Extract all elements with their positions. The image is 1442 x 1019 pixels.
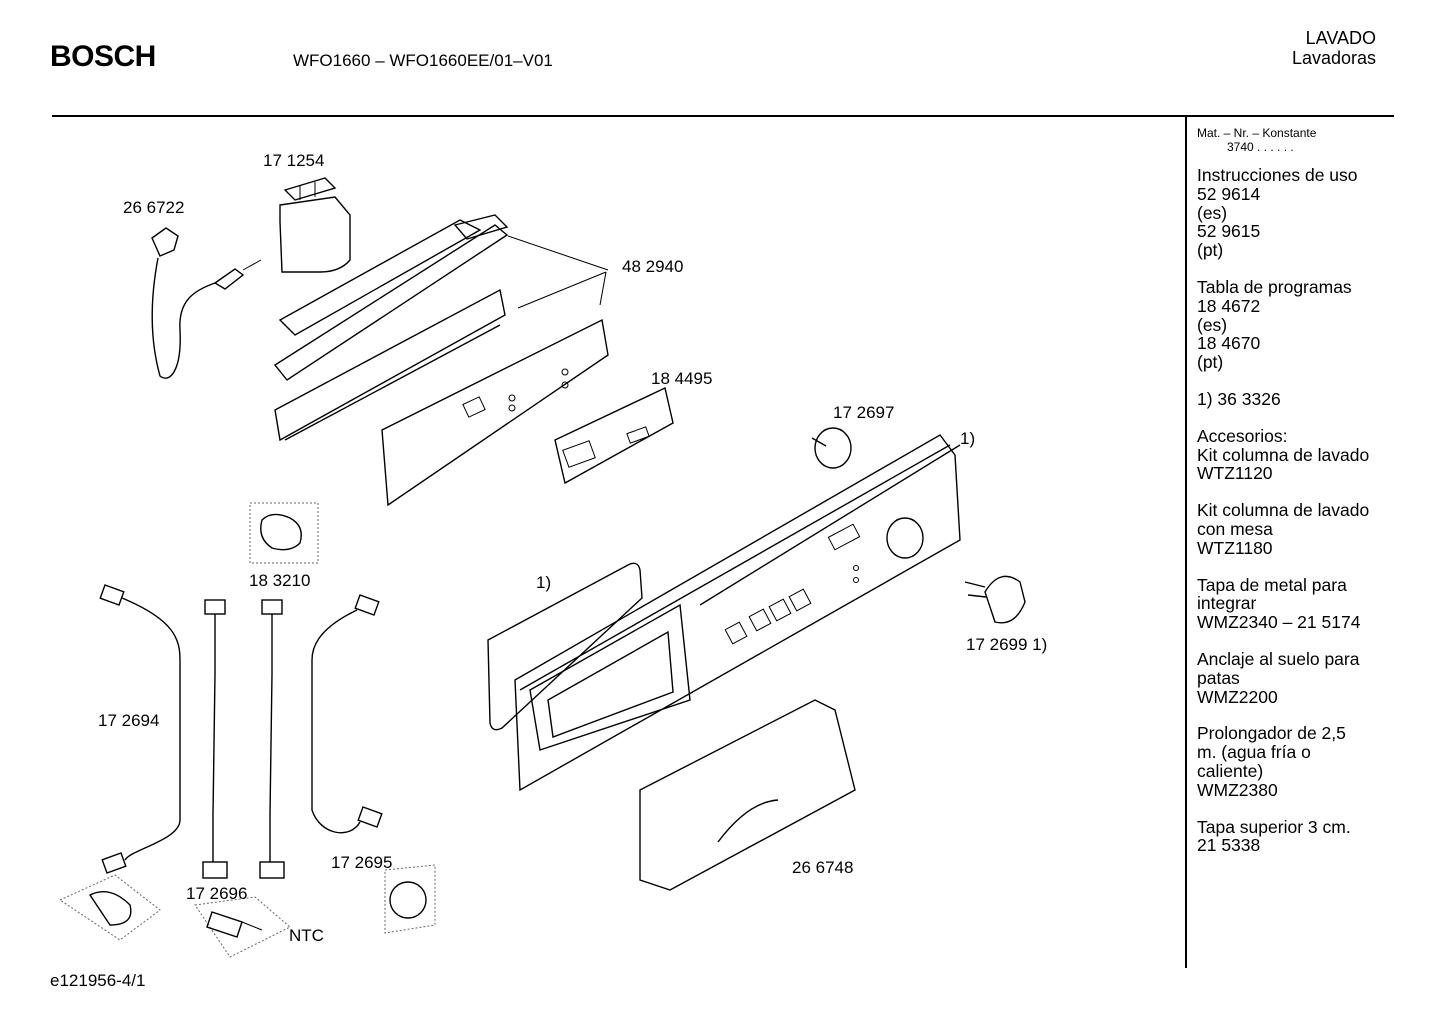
mat-label: Mat. – Nr. – Konstante [1197, 126, 1317, 140]
category-bottom: Lavadoras [1291, 48, 1376, 68]
wire-harness-172696 [202, 599, 285, 879]
sidebar-line: caliente) [1197, 760, 1264, 781]
control-module-part [273, 214, 609, 442]
sidebar-line: (pt) [1197, 240, 1224, 261]
sidebar-line: Kit columna de lavado [1197, 500, 1370, 521]
sidebar-line: (es) [1197, 202, 1228, 223]
label-172697: 17 2697 [833, 403, 894, 422]
sidebar-line: Kit columna de lavado [1197, 444, 1370, 465]
label-172694: 17 2694 [98, 711, 159, 730]
model-number: WFO1660 – WFO1660EE/01–V01 [293, 51, 553, 70]
sidebar-line: Accesorios: [1197, 425, 1288, 446]
sidebar-line: WMZ2340 – 21 5174 [1197, 612, 1361, 633]
sidebar: Mat. – Nr. – Konstante 3740 . . . . . . … [1197, 126, 1397, 855]
sidebar-line: 18 4672 [1197, 295, 1261, 316]
mat-value: 3740 . . . . . . [1227, 140, 1294, 154]
label-note-seal: 1) [536, 573, 551, 592]
wire-harness-172694 [99, 584, 181, 874]
sidebar-line: Instrucciones de uso [1197, 165, 1358, 185]
label-171254: 17 1254 [263, 151, 324, 170]
sidebar-line: (pt) [1197, 352, 1224, 373]
ntc-sensor-part [194, 896, 291, 958]
sidebar-line: Tabla de programas [1197, 276, 1352, 297]
label-184495: 18 4495 [651, 369, 712, 388]
display-board-part [381, 318, 609, 507]
sidebar-line: WTZ1120 [1197, 463, 1273, 484]
filter-part [279, 177, 351, 273]
program-knob-part [964, 575, 1026, 624]
sidebar-line: WMZ2200 [1197, 686, 1278, 707]
label-172695: 17 2695 [331, 853, 392, 872]
sidebar-block: 1) 36 3326 [1197, 390, 1397, 409]
mat-number: Mat. – Nr. – Konstante 3740 . . . . . . [1197, 126, 1397, 154]
header-rule [52, 115, 1394, 117]
label-266748: 26 6748 [792, 858, 853, 877]
document-ref: e121956-4/1 [50, 971, 146, 990]
ghost-part-left [58, 874, 161, 941]
sidebar-line: WTZ1180 [1197, 537, 1273, 558]
knob-axle-part [811, 427, 852, 469]
label-183210: 18 3210 [249, 571, 310, 590]
sidebar-line: Prolongador de 2,5 [1197, 723, 1346, 744]
sidebar-line: integrar [1197, 593, 1257, 614]
sidebar-line: (es) [1197, 314, 1228, 335]
sidebar-line: con mesa [1197, 518, 1273, 539]
display-cover-part [554, 386, 674, 485]
sidebar-line: Anclaje al suelo para [1197, 648, 1360, 669]
sidebar-line: WMZ2380 [1197, 779, 1278, 800]
fascia-panel-part [514, 434, 961, 792]
sidebar-line: 21 5338 [1197, 835, 1261, 856]
sidebar-line: 52 9615 [1197, 221, 1261, 242]
wire-harness-172695 [311, 594, 383, 834]
power-cord-part [151, 227, 262, 379]
sidebar-line: 18 4670 [1197, 333, 1261, 354]
brand-logo: BOSCH [50, 40, 156, 73]
sidebar-block: Tapa superior 3 cm.21 5338 [1197, 816, 1397, 856]
label-266722: 26 6722 [123, 198, 184, 217]
sidebar-line: m. (agua fría o [1197, 742, 1311, 763]
sidebar-divider [1185, 117, 1187, 968]
pump-sensor-part [249, 502, 319, 564]
category: LAVADO Lavadoras [1292, 28, 1376, 68]
label-note-panel: 1) [960, 429, 975, 448]
label-172696: 17 2696 [186, 884, 247, 903]
sidebar-line: patas [1197, 667, 1240, 688]
sidebar-line: 52 9614 [1197, 183, 1261, 204]
sidebar-line: Tapa superior 3 cm. [1197, 816, 1351, 837]
gasket-part [487, 562, 643, 731]
sidebar-line: 1) 36 3326 [1197, 388, 1281, 409]
sidebar-line: Tapa de metal para [1197, 574, 1347, 595]
exploded-parts-diagram: 17 1254 26 6722 48 2940 18 4495 17 2697 … [58, 151, 1047, 958]
door-part [639, 699, 856, 891]
label-ntc: NTC [289, 926, 324, 945]
label-482940: 48 2940 [622, 257, 683, 276]
label-172699: 17 2699 1) [966, 635, 1047, 654]
ghost-part-right [384, 864, 436, 934]
category-top: LAVADO [1305, 28, 1376, 48]
